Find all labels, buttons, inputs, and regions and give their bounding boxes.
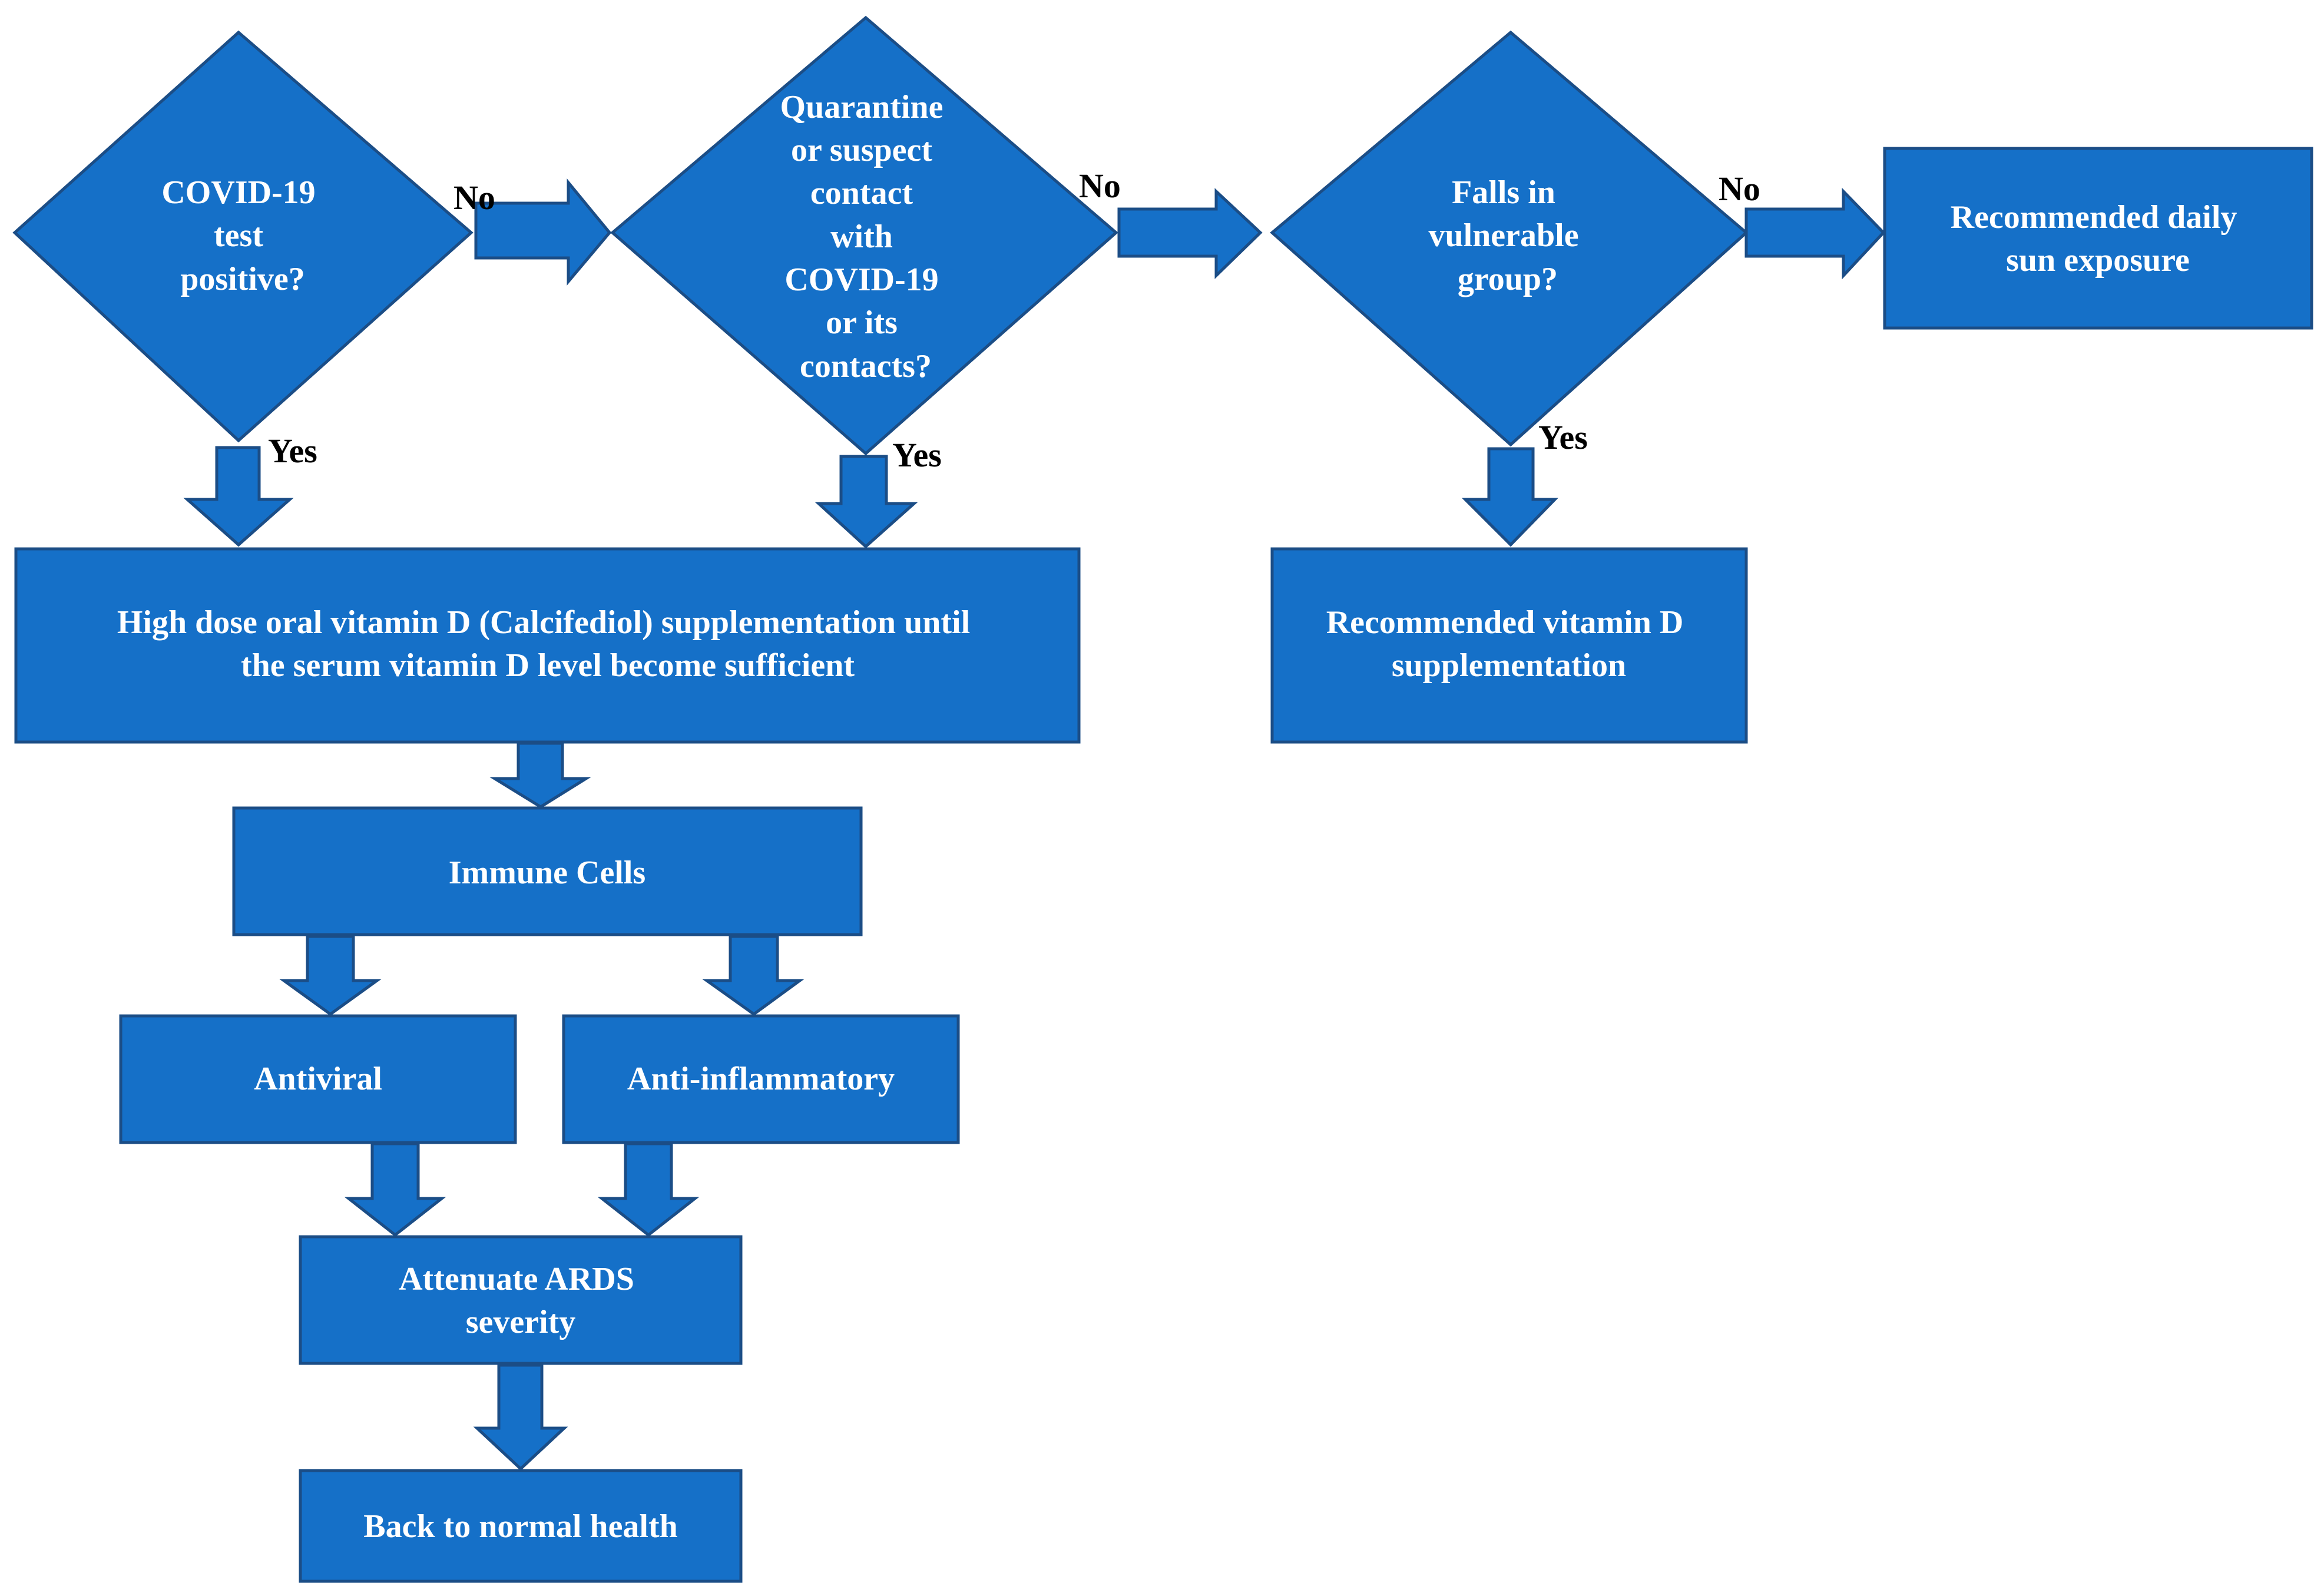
decision-quarantine-line: or its	[826, 304, 898, 341]
arrow-anti-inflammatory-to-ards	[597, 1142, 700, 1237]
decision-quarantine-line: Quarantine	[780, 89, 943, 125]
arrow-to-antiviral	[279, 935, 382, 1016]
box-immune-cells	[232, 806, 863, 936]
box-recommended-vitamin-d	[1270, 547, 1748, 744]
decision-quarantine-line: contact	[810, 175, 913, 211]
box-sun-exposure-line: sun exposure	[2006, 242, 2190, 279]
decision-quarantine-diamond	[610, 15, 1118, 456]
arrow-to-immune-cells	[489, 741, 591, 809]
decision-vulnerable-text: Falls in vulnerable group?	[1428, 174, 1587, 297]
box-anti-inflammatory-text: Anti-inflammatory	[627, 1061, 895, 1097]
box-antiviral	[119, 1014, 517, 1144]
box-back-to-normal-line: Back to normal health	[363, 1508, 678, 1545]
edge-label-yes-3: Yes	[1538, 418, 1588, 456]
arrow-ards-to-normal	[473, 1363, 568, 1471]
edge-label-no-2: No	[1079, 167, 1121, 205]
box-anti-inflammatory	[562, 1014, 960, 1144]
box-sun-exposure-line: Recommended daily	[1951, 199, 2237, 236]
edge-label-no-3: No	[1719, 170, 1760, 208]
box-high-dose-vitamin-d	[14, 547, 1081, 744]
box-recommended-vitamin-d-line: Recommended vitamin D	[1326, 604, 1684, 641]
box-recommended-vitamin-d-line: supplementation	[1392, 647, 1626, 684]
arrow-yes-3	[1461, 447, 1558, 547]
box-immune-cells-line: Immune Cells	[449, 855, 645, 891]
arrow-no-3	[1744, 187, 1886, 280]
decision-covid-test-diamond	[12, 30, 474, 443]
arrow-no-1	[474, 178, 612, 286]
edge-label-no-1: No	[453, 178, 495, 217]
decision-covid-test-text: COVID-19 test positive?	[161, 174, 323, 297]
box-recommended-vitamin-d-text: Recommended vitamin D supplementation	[1326, 604, 1692, 684]
box-high-dose-line: High dose oral vitamin D (Calcifediol) s…	[117, 604, 970, 641]
box-high-dose-text: High dose oral vitamin D (Calcifediol) s…	[117, 604, 978, 684]
decision-quarantine-line: or suspect	[791, 132, 932, 168]
decision-quarantine-line: contacts?	[800, 348, 932, 385]
arrow-antiviral-to-ards	[344, 1142, 446, 1237]
decision-vulnerable-diamond	[1270, 30, 1749, 447]
decision-vulnerable-line: group?	[1458, 261, 1558, 297]
box-back-to-normal-text: Back to normal health	[363, 1508, 678, 1545]
decision-quarantine-text: Quarantine or suspect contact with COVID…	[780, 89, 952, 385]
arrow-yes-2	[815, 455, 918, 549]
box-antiviral-line: Antiviral	[254, 1061, 382, 1097]
arrow-yes-1	[183, 446, 294, 547]
box-back-to-normal	[299, 1469, 743, 1583]
box-attenuate-ards-line: Attenuate ARDS	[399, 1261, 634, 1297]
decision-covid-test-line: COVID-19	[161, 174, 315, 211]
box-sun-exposure	[1883, 147, 2313, 330]
decision-vulnerable-line: Falls in	[1452, 174, 1555, 211]
arrow-to-anti-inflammatory	[702, 935, 805, 1016]
box-attenuate-ards-text: Attenuate ARDS severity	[399, 1261, 643, 1340]
box-sun-exposure-text: Recommended daily sun exposure	[1951, 199, 2246, 279]
decision-covid-test-line: positive?	[180, 261, 305, 297]
box-immune-cells-text: Immune Cells	[449, 855, 645, 891]
box-antiviral-text: Antiviral	[254, 1061, 382, 1097]
decision-quarantine-line: with	[830, 218, 893, 255]
box-high-dose-line: the serum vitamin D level become suffici…	[241, 647, 855, 684]
decision-vulnerable-line: vulnerable	[1428, 217, 1578, 254]
decision-covid-test-line: test	[214, 217, 263, 254]
arrow-no-2	[1117, 188, 1263, 279]
box-attenuate-ards	[299, 1235, 743, 1365]
box-anti-inflammatory-line: Anti-inflammatory	[627, 1061, 895, 1097]
edge-label-yes-1: Yes	[268, 432, 317, 470]
edge-label-yes-2: Yes	[892, 436, 942, 474]
box-attenuate-ards-line: severity	[466, 1304, 576, 1340]
decision-quarantine-line: COVID-19	[784, 261, 938, 298]
